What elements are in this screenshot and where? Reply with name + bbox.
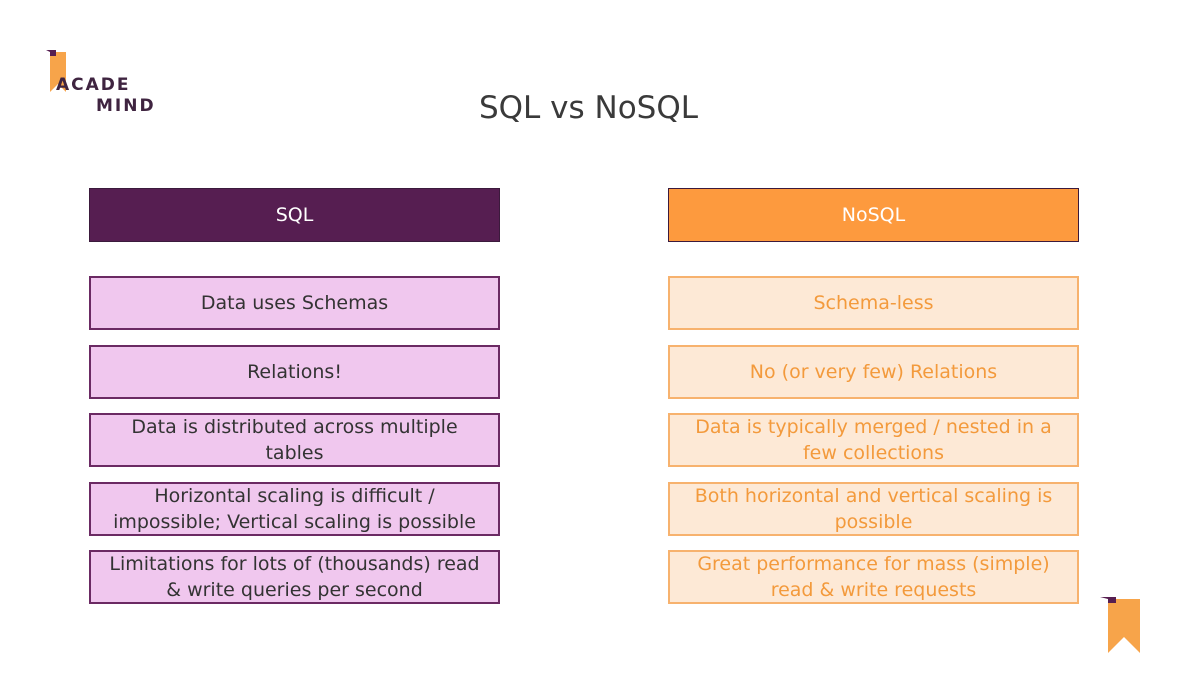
nosql-header: NoSQL	[668, 188, 1079, 242]
sql-item: Relations!	[89, 344, 500, 399]
nosql-item: No (or very few) Relations	[668, 344, 1079, 399]
nosql-item: Schema-less	[668, 276, 1079, 330]
slide-title: SQL vs NoSQL	[478, 90, 699, 126]
nosql-item: Great performance for mass (simple) read…	[668, 550, 1079, 604]
nosql-column: NoSQL Schema-less No (or very few) Relat…	[668, 188, 1079, 619]
logo-text-line1: ACADE	[56, 75, 131, 95]
logo-text-line2: MIND	[96, 96, 156, 116]
sql-item: Limitations for lots of (thousands) read…	[89, 550, 500, 604]
sql-item: Horizontal scaling is difficult / imposs…	[89, 481, 500, 536]
sql-item: Data uses Schemas	[89, 276, 500, 330]
sql-header: SQL	[89, 188, 500, 242]
bookmark-icon	[46, 50, 66, 92]
nosql-item: Data is typically merged / nested in a f…	[668, 413, 1079, 467]
sql-column: SQL Data uses Schemas Relations! Data is…	[89, 188, 500, 619]
bookmark-icon	[1100, 597, 1140, 653]
sql-item: Data is distributed across multiple tabl…	[89, 413, 500, 467]
nosql-item: Both horizontal and vertical scaling is …	[668, 481, 1079, 536]
academind-logo: ACADE MIND	[44, 50, 164, 120]
